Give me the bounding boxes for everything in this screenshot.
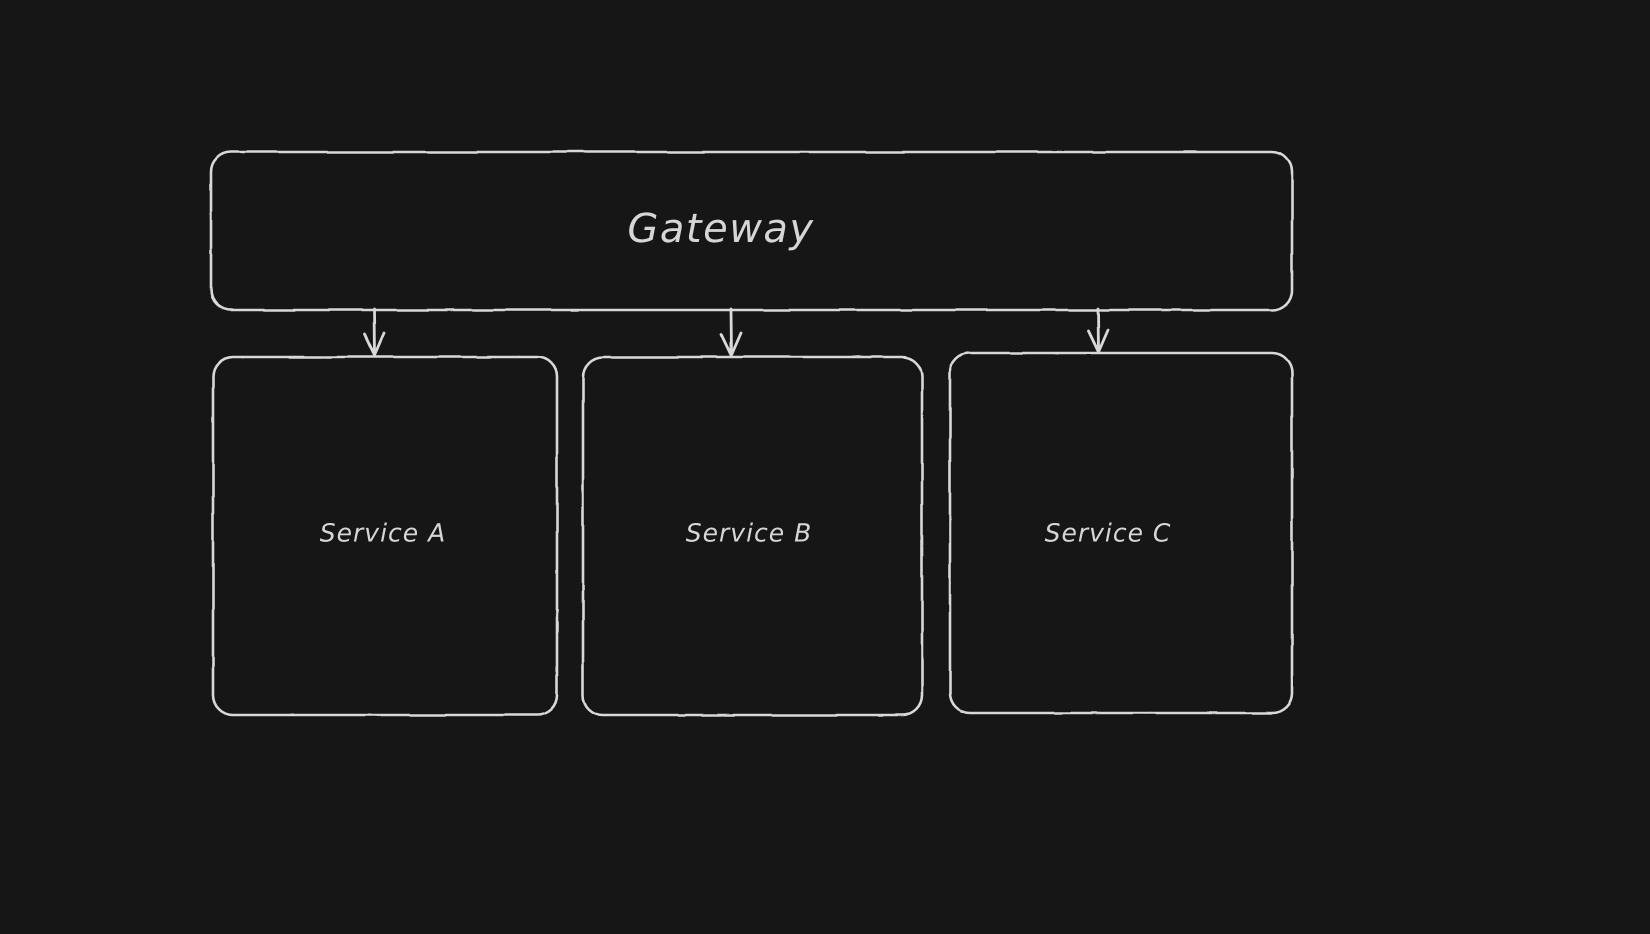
edge-gateway-service-c — [1087, 307, 1110, 354]
node-service-a[interactable] — [211, 355, 559, 717]
edge-gateway-service-b-arrowhead — [720, 331, 743, 357]
edge-gateway-service-c-arrowhead — [1087, 328, 1110, 354]
node-service-c[interactable] — [948, 351, 1294, 715]
node-service-c-shape[interactable] — [948, 351, 1294, 715]
node-service-b-label: Service B — [685, 518, 813, 548]
edge-gateway-service-a — [363, 307, 386, 357]
node-service-a-shape[interactable] — [211, 355, 559, 717]
edge-gateway-service-b — [720, 307, 743, 357]
edge-gateway-service-a-arrowhead — [363, 331, 386, 357]
node-gateway-shape[interactable] — [209, 150, 1294, 312]
node-gateway-label: Gateway — [627, 206, 815, 252]
edge-gateway-service-a-line — [372, 307, 376, 356]
edge-gateway-service-b-line — [729, 307, 733, 356]
node-service-b-shape[interactable] — [581, 355, 924, 717]
node-gateway[interactable] — [209, 150, 1294, 312]
edge-gateway-service-c-line — [1096, 307, 1100, 353]
node-service-c-label: Service C — [1044, 518, 1172, 548]
node-service-a-label: Service A — [319, 518, 447, 548]
node-service-b[interactable] — [581, 355, 924, 717]
